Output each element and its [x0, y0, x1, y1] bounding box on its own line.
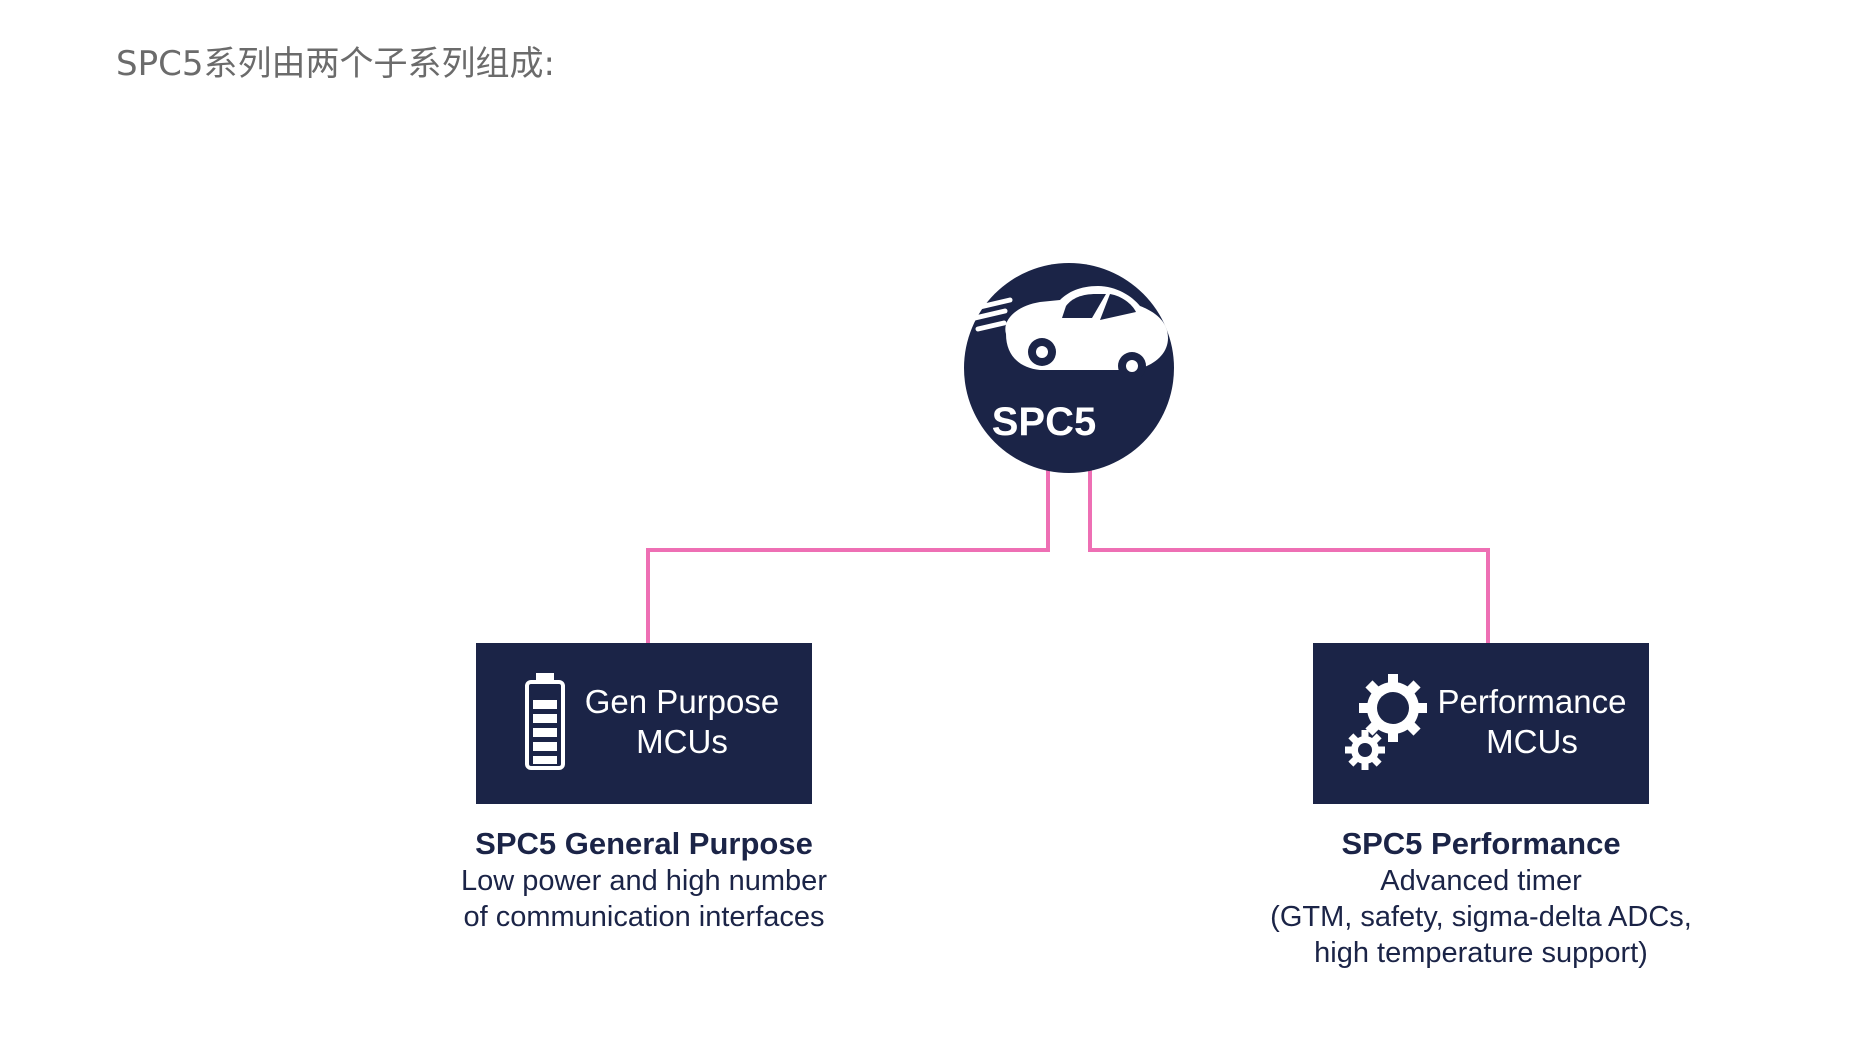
family-description-performance: SPC5 Performance Advanced timer (GTM, sa… [1270, 826, 1692, 969]
family-title: SPC5 General Purpose [475, 826, 813, 861]
family-description-general-purpose: SPC5 General Purpose Low power and high … [461, 826, 827, 933]
connector-left [646, 470, 1050, 650]
family-box-line2: MCUs [636, 723, 728, 760]
connector-right [1088, 470, 1490, 650]
family-box-line1: Performance [1438, 683, 1627, 720]
family-box-line1: Gen Purpose [585, 683, 779, 720]
family-desc-line3: high temperature support) [1314, 937, 1648, 969]
family-desc-line1: Low power and high number [461, 865, 827, 897]
family-desc-line1: Advanced timer [1380, 865, 1582, 897]
family-desc-line2: (GTM, safety, sigma-delta ADCs, [1270, 901, 1692, 933]
car-icon [972, 286, 1168, 380]
root-label: SPC5 [992, 400, 1097, 444]
gears-icon [1345, 674, 1427, 770]
intro-text: SPC5系列由两个子系列组成: [116, 44, 555, 84]
root-node: SPC5 [964, 263, 1174, 473]
family-box-performance: Performance MCUs [1313, 643, 1649, 804]
family-box-general-purpose: Gen Purpose MCUs [476, 643, 812, 804]
battery-icon [525, 673, 565, 770]
family-title: SPC5 Performance [1341, 826, 1620, 861]
connectors [646, 470, 1490, 650]
family-desc-line2: of communication interfaces [463, 901, 824, 933]
family-box-line2: MCUs [1486, 723, 1578, 760]
